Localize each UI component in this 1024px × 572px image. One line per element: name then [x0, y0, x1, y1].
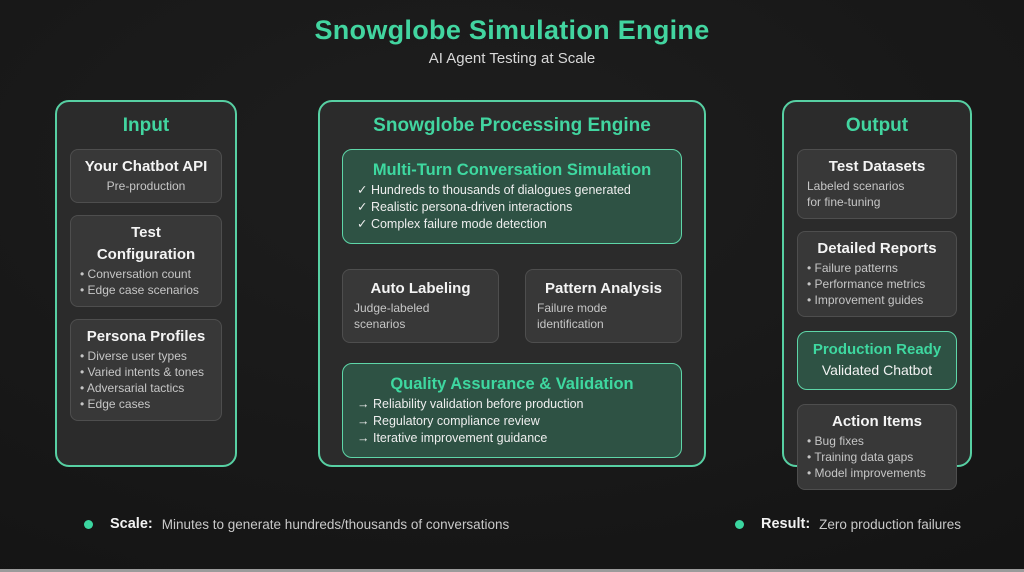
list-item: • Varied intents & tones: [80, 365, 205, 379]
list-item: • Diverse user types: [80, 349, 187, 363]
list-item: scenarios: [354, 317, 406, 331]
card-auto-labeling: Auto Labeling Judge-labeled scenarios: [342, 269, 499, 343]
card-check-list: ✓ Hundreds to thousands of dialogues gen…: [357, 182, 667, 233]
list-item: • Model improvements: [807, 466, 926, 480]
output-panel-title: Output: [845, 115, 909, 136]
list-item: Labeled scenarios: [807, 179, 905, 193]
processing-middle-row: Auto Labeling Judge-labeled scenarios Pat…: [342, 269, 682, 343]
input-panel-title: Input: [122, 115, 170, 136]
list-item: • Failure patterns: [807, 261, 898, 275]
scale-text: Minutes to generate hundreds/thousands o…: [161, 516, 510, 532]
card-bullet-list: • Bug fixes • Training data gaps • Model i…: [807, 433, 947, 481]
card-title: Multi-Turn Conversation Simulation: [372, 161, 652, 179]
card-title: Test Configuration: [96, 224, 196, 263]
output-panel: Output Test Datasets Labeled scenarios fo…: [782, 100, 972, 490]
card-arrow-list: → Reliability validation before producti…: [357, 396, 667, 447]
list-item: for fine-tuning: [807, 195, 881, 209]
card-multi-turn-simulation: Multi-Turn Conversation Simulation ✓ Hun…: [342, 149, 682, 244]
card-text-lines: Labeled scenarios for fine-tuning: [807, 178, 947, 210]
card-subtitle: Validated Chatbot: [821, 362, 933, 378]
card-title: Auto Labeling: [370, 280, 471, 297]
footer-scale: Scale: Minutes to generate hundreds/thou…: [84, 516, 509, 532]
card-text-lines: Failure mode identification: [537, 300, 670, 332]
card-quality-assurance: Quality Assurance & Validation → Reliabi…: [342, 363, 682, 458]
list-item: ✓ Realistic persona-driven interactions: [357, 200, 573, 214]
list-item: ✓ Hundreds to thousands of dialogues gen…: [357, 183, 631, 197]
list-item: ✓ Complex failure mode detection: [357, 217, 547, 231]
page-title: Snowglobe Simulation Engine: [314, 15, 710, 45]
card-title: Test Datasets: [828, 158, 926, 175]
card-title: Production Ready: [812, 341, 942, 358]
card-action-items: Action Items • Bug fixes • Training data …: [797, 404, 957, 490]
card-test-configuration: Test Configuration • Conversation count•…: [70, 215, 222, 307]
card-title: Quality Assurance & Validation: [390, 375, 634, 393]
list-item: • Edge cases: [80, 397, 151, 411]
list-item: → Regulatory compliance review: [357, 414, 540, 428]
bottom-edge-bar: [0, 569, 1024, 572]
list-item: • Improvement guides: [807, 293, 924, 307]
scale-bullet-dot-icon: [84, 519, 93, 529]
card-pattern-analysis: Pattern Analysis Failure mode identificat…: [525, 269, 682, 343]
list-item: • Adversarial tactics: [80, 381, 185, 395]
scale-label: Scale:: [110, 516, 153, 532]
result-bullet-dot-icon: [735, 519, 744, 529]
list-item: identification: [537, 317, 604, 331]
input-panel: Input Your Chatbot API Pre-production Te…: [55, 100, 237, 467]
card-detailed-reports: Detailed Reports • Failure patterns • Per…: [797, 231, 957, 317]
card-bullet-list: • Failure patterns • Performance metrics •…: [807, 260, 947, 308]
card-text-lines: Judge-labeled scenarios: [354, 300, 487, 332]
footer-result: Result: Zero production failures: [735, 516, 961, 532]
card-persona-profiles: Persona Profiles • Diverse user types • V…: [70, 319, 222, 421]
list-item: Judge-labeled: [354, 301, 430, 315]
card-bullet-list: • Diverse user types • Varied intents & t…: [80, 348, 212, 412]
result-label: Result:: [761, 516, 811, 532]
list-item: • Performance metrics: [807, 277, 926, 291]
card-title: Persona Profiles: [86, 328, 206, 345]
processing-panel-title: Snowglobe Processing Engine: [373, 115, 651, 136]
list-item: • Edge case scenarios: [80, 283, 199, 297]
card-test-datasets: Test Datasets Labeled scenarios for fine-…: [797, 149, 957, 219]
page-subtitle: AI Agent Testing at Scale: [428, 50, 596, 67]
list-item: • Training data gaps: [807, 450, 914, 464]
card-title: Pattern Analysis: [545, 280, 662, 297]
result-text: Zero production failures: [819, 516, 961, 532]
list-item: • Bug fixes: [807, 434, 864, 448]
card-subtitle: Pre-production: [106, 179, 186, 193]
list-item: Failure mode: [537, 301, 608, 315]
list-item: • Conversation count: [80, 267, 191, 281]
list-item: → Iterative improvement guidance: [357, 431, 548, 445]
card-bullet-list: • Conversation count • Edge case scenario…: [80, 266, 212, 298]
card-production-ready: Production Ready Validated Chatbot: [797, 331, 957, 390]
processing-panel: Snowglobe Processing Engine Multi-Turn C…: [318, 100, 706, 467]
card-title: Action Items: [831, 413, 922, 430]
card-your-chatbot-api: Your Chatbot API Pre-production: [70, 149, 222, 203]
card-title: Your Chatbot API: [84, 158, 208, 175]
list-item: → Reliability validation before producti…: [357, 397, 584, 411]
card-title: Detailed Reports: [817, 240, 937, 257]
